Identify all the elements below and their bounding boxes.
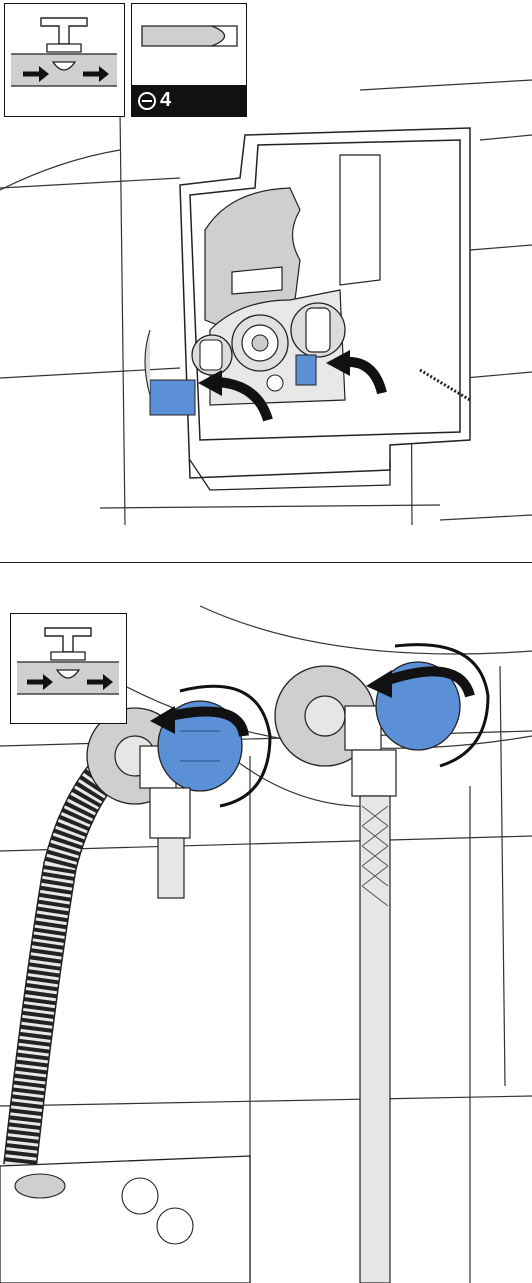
panel-divider (0, 562, 532, 563)
tool-size-value: 4 (160, 89, 171, 112)
shutoff-valve-icon (10, 613, 127, 724)
step-2-panel (0, 566, 532, 1283)
step-1-panel: 4 (0, 0, 532, 560)
slotted-screwdriver-icon (138, 92, 156, 110)
tool-size-label: 4 (132, 85, 246, 116)
shutoff-valve-icon (4, 3, 125, 117)
flat-screwdriver-icon: 4 (131, 3, 247, 117)
